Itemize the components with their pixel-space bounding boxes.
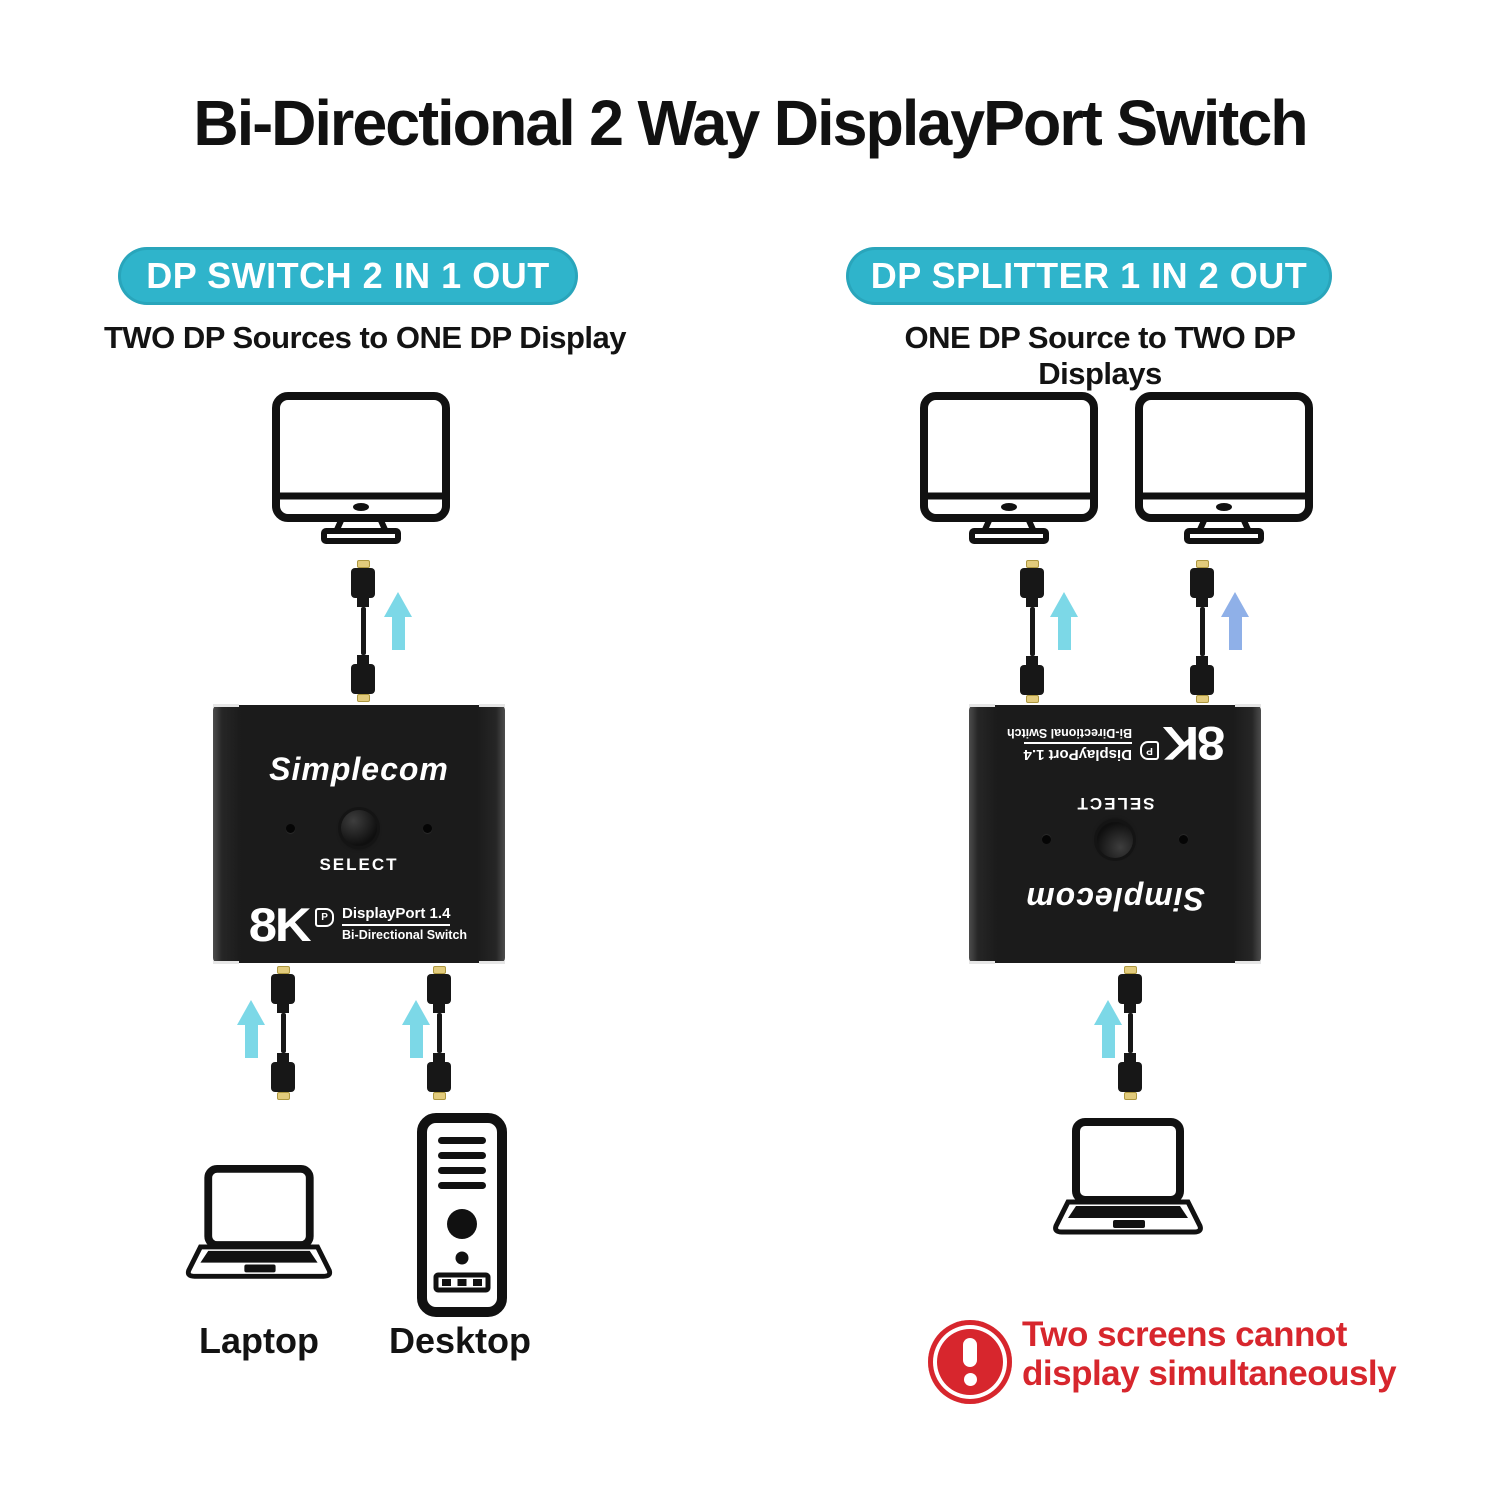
up-arrow-icon	[402, 1000, 430, 1058]
monitor-icon	[272, 392, 450, 544]
dp-cable-icon	[1117, 966, 1143, 1100]
select-button	[341, 810, 377, 846]
device-controls	[969, 822, 1261, 858]
device-spec-row: 8K P DisplayPort 1.4 Bi-Directional Swit…	[969, 716, 1261, 770]
displayport-logo-icon: P	[315, 908, 335, 928]
device-brand-logo: Simplecom	[269, 751, 449, 787]
select-label: SELECT	[319, 855, 399, 874]
resolution-label: 8K	[1164, 716, 1226, 770]
dp-cable-icon	[426, 966, 452, 1100]
up-arrow-icon	[1221, 592, 1249, 650]
dp-cable-icon	[1019, 560, 1045, 703]
led-indicator	[423, 823, 432, 833]
device-spec-text: DisplayPort 1.4 Bi-Directional Switch	[342, 905, 468, 942]
dp-switch-badge: DP SWITCH 2 IN 1 OUT	[118, 247, 578, 305]
desktop-icon	[417, 1113, 507, 1317]
select-label: SELECT	[1075, 794, 1155, 813]
led-indicator	[1179, 835, 1188, 845]
dp-switch-subtitle: TWO DP Sources to ONE DP Display	[103, 320, 627, 355]
monitor-icon	[1135, 392, 1313, 544]
device-controls	[213, 810, 505, 846]
resolution-label: 8K	[248, 898, 312, 952]
warning-exclamation-bar	[963, 1338, 977, 1367]
page-title: Bi-Directional 2 Way DisplayPort Switch	[193, 87, 1308, 159]
desktop-label: Desktop	[388, 1320, 532, 1361]
up-arrow-icon	[237, 1000, 265, 1058]
device-spec-text: DisplayPort 1.4 Bi-Directional Switch	[1006, 726, 1132, 763]
dp-cable-icon	[350, 560, 376, 702]
dp-switch-device: Simplecom SELECT 8K P DisplayPort 1.4 Bi…	[969, 705, 1261, 963]
laptop-icon	[185, 1165, 333, 1279]
dp-cable-icon	[270, 966, 296, 1100]
up-arrow-icon	[384, 592, 412, 650]
monitor-icon	[920, 392, 1098, 544]
displayport-logo-icon: P	[1139, 740, 1159, 760]
warning-exclamation-dot	[963, 1373, 977, 1386]
device-spec-row: 8K P DisplayPort 1.4 Bi-Directional Swit…	[213, 898, 505, 952]
dp-splitter-badge: DP SPLITTER 1 IN 2 OUT	[846, 247, 1332, 305]
dp-cable-icon	[1189, 560, 1215, 703]
led-indicator	[1042, 835, 1051, 845]
dp-splitter-subtitle: ONE DP Source to TWO DP Displays	[904, 320, 1296, 391]
laptop-label: Laptop	[199, 1320, 319, 1361]
warning-text: Two screens cannot display simultaneousl…	[1022, 1315, 1397, 1393]
warning-icon	[928, 1320, 1012, 1404]
led-indicator	[286, 823, 295, 833]
up-arrow-icon	[1094, 1000, 1122, 1058]
up-arrow-icon	[1050, 592, 1078, 650]
select-button	[1097, 822, 1133, 858]
device-brand-logo: Simplecom	[1025, 881, 1205, 917]
dp-switch-device: Simplecom SELECT 8K P DisplayPort 1.4 Bi…	[213, 704, 505, 964]
laptop-icon	[1053, 1118, 1203, 1235]
